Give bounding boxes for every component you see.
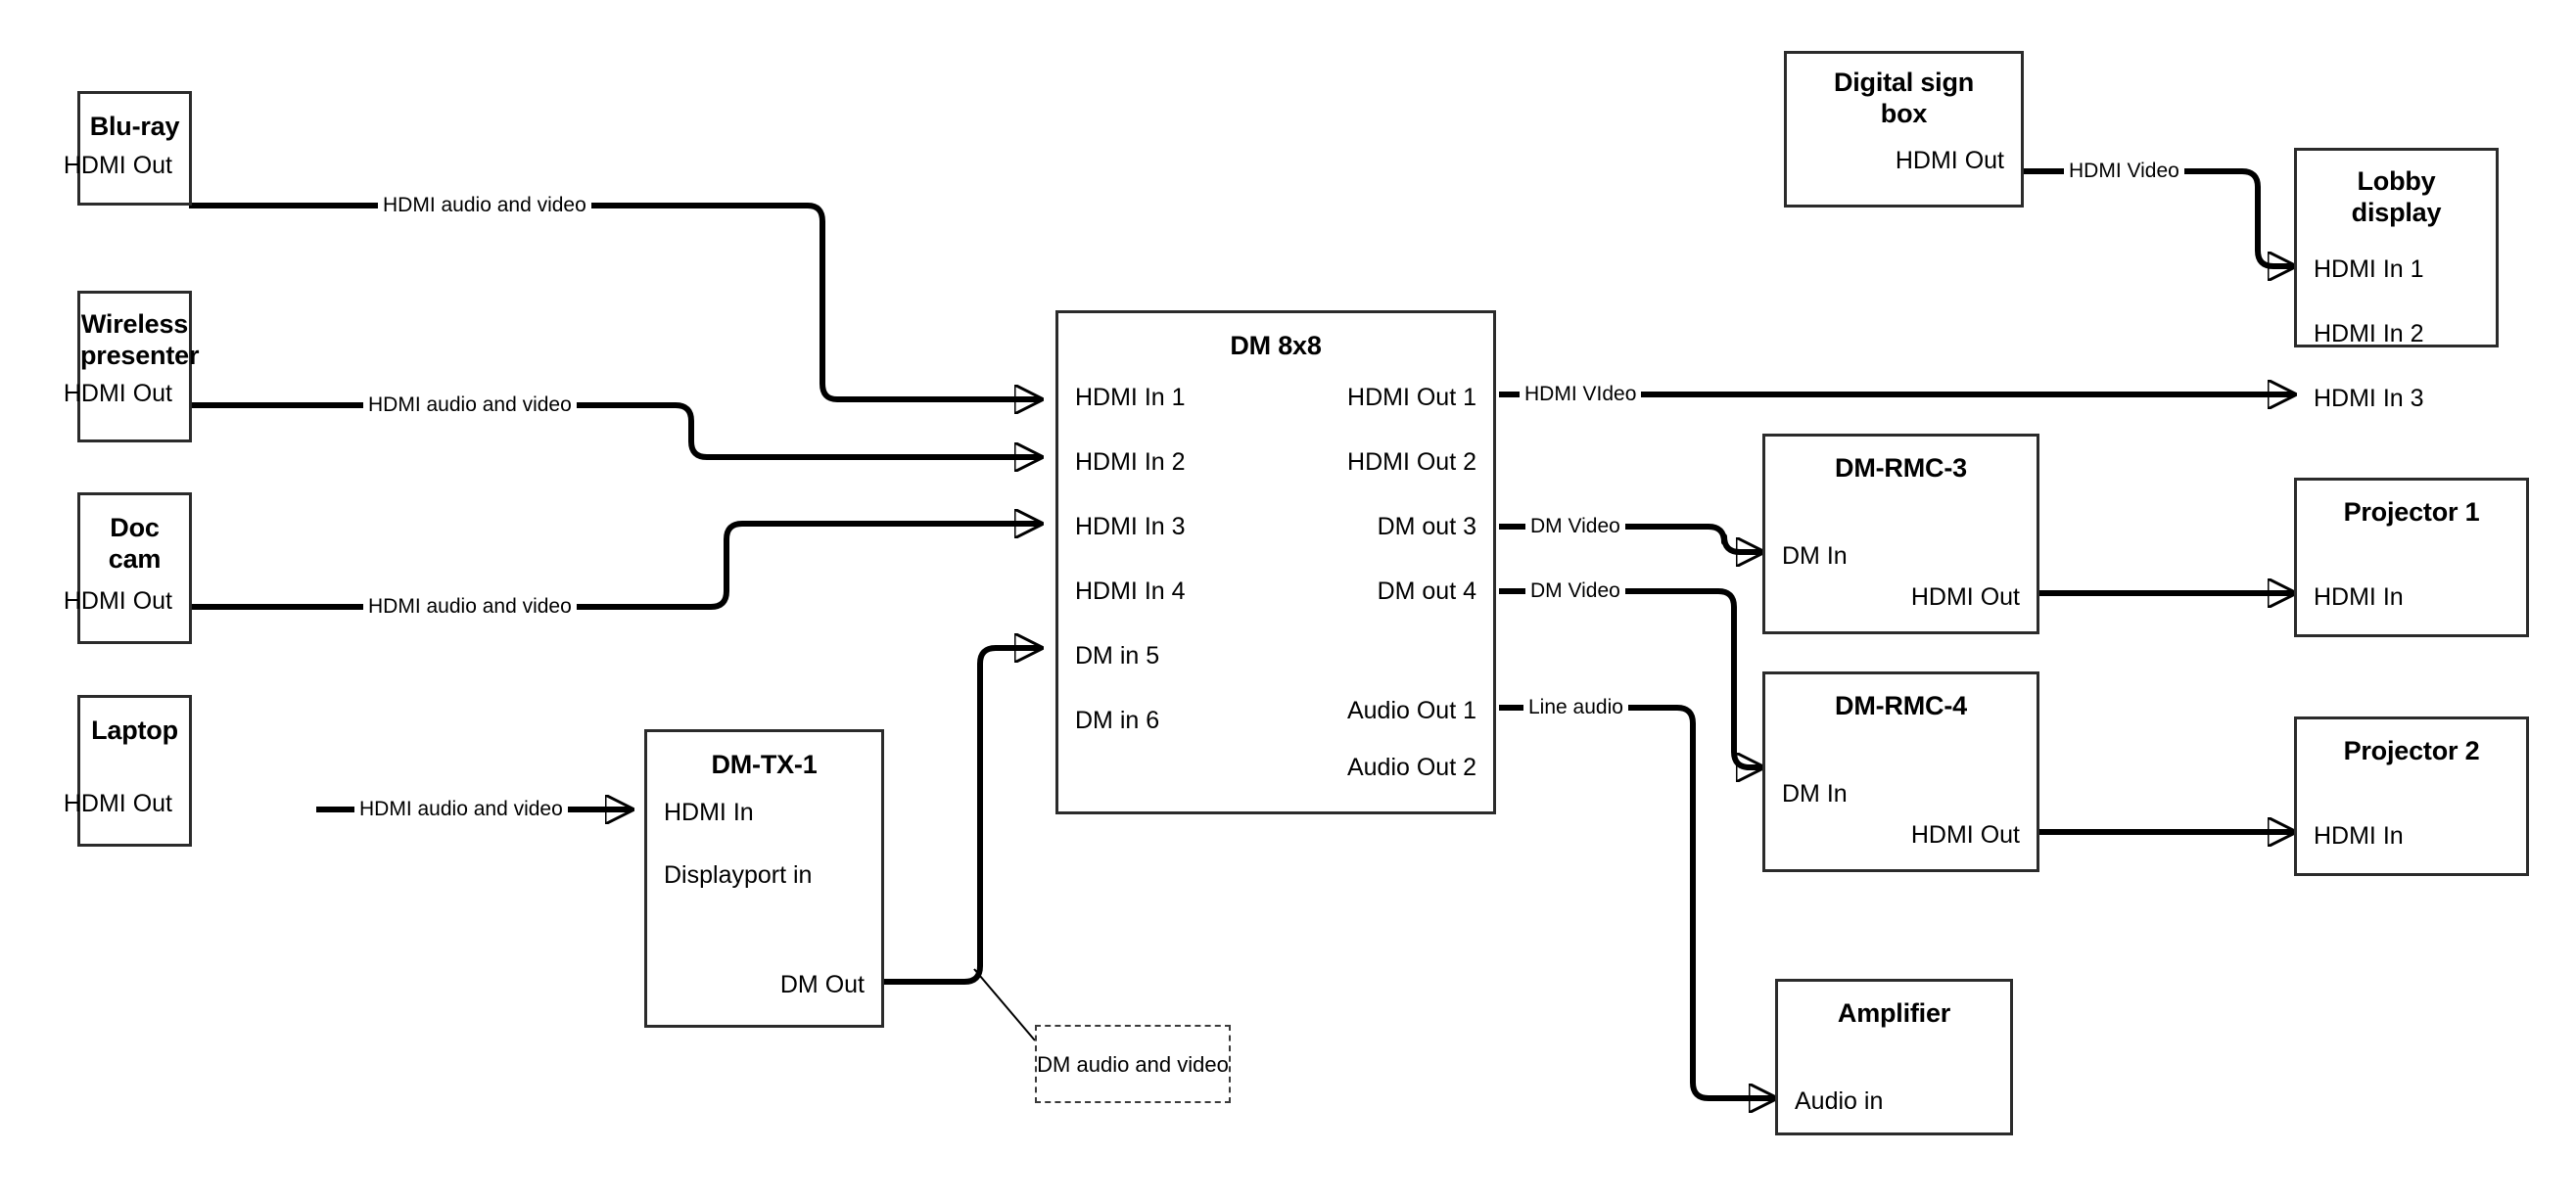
node-dm-rmc-3[interactable]: DM-RMC-3 DM In HDMI Out — [1762, 434, 2039, 634]
link-label-hdmi-out-1-to-lobby: HDMI VIdeo — [1520, 383, 1642, 406]
node-lobby-display-title-line1: Lobby — [2357, 166, 2436, 196]
port-dm-8x8-audio-out-1[interactable]: Audio Out 1 — [1346, 697, 1476, 724]
node-projector-1[interactable]: Projector 1 HDMI In — [2294, 478, 2529, 637]
link-label-laptop-to-dmtx1: HDMI audio and video — [354, 798, 568, 821]
node-dm-tx-1[interactable]: DM-TX-1 HDMI In Displayport in DM Out — [644, 729, 884, 1028]
wire-audio-out-1-to-amplifier — [1499, 705, 1775, 1098]
port-projector-1-hdmi-in[interactable]: HDMI In — [2314, 583, 2404, 611]
port-dm-8x8-hdmi-in-2[interactable]: HDMI In 2 — [1075, 448, 1186, 476]
node-bluray-title: Blu-ray — [89, 112, 180, 141]
node-wireless-presenter-title-line2: presenter — [80, 341, 200, 370]
port-wireless-presenter-hdmi-out[interactable]: HDMI Out — [63, 380, 172, 407]
port-dm-8x8-hdmi-out-2[interactable]: HDMI Out 2 — [1347, 448, 1476, 476]
link-label-doccam-to-in3: HDMI audio and video — [363, 595, 577, 619]
port-lobby-display-hdmi-in-1[interactable]: HDMI In 1 — [2314, 255, 2424, 283]
port-dm-8x8-dm-in-6[interactable]: DM in 6 — [1075, 707, 1160, 734]
node-projector-1-title: Projector 1 — [2343, 497, 2480, 527]
port-dm-8x8-hdmi-out-1[interactable]: HDMI Out 1 — [1347, 384, 1476, 411]
node-digital-sign-box-title-line1: Digital sign — [1833, 68, 1975, 97]
port-dm-8x8-audio-out-2[interactable]: Audio Out 2 — [1346, 754, 1476, 781]
port-projector-2-hdmi-in[interactable]: HDMI In — [2314, 822, 2404, 850]
node-doc-cam-title: Doc cam — [108, 513, 162, 574]
node-wireless-presenter[interactable]: Wireless presenter HDMI Out — [64, 291, 200, 442]
port-laptop-hdmi-out[interactable]: HDMI Out — [63, 790, 172, 817]
node-projector-2[interactable]: Projector 2 HDMI In — [2294, 716, 2529, 876]
node-dm-8x8[interactable]: DM 8x8 HDMI In 1 HDMI In 2 HDMI In 3 HDM… — [1055, 310, 1496, 814]
callout-leader-line — [973, 968, 1036, 1041]
port-dm-8x8-hdmi-in-3[interactable]: HDMI In 3 — [1075, 513, 1186, 540]
port-lobby-display-hdmi-in-2[interactable]: HDMI In 2 — [2314, 320, 2424, 347]
link-label-dm-out-3: DM Video — [1525, 515, 1625, 538]
node-lobby-display-title-line2: display — [2351, 198, 2442, 227]
wire-sign-to-lobby-hdmi-in-1 — [2017, 168, 2294, 266]
node-dm-rmc-4[interactable]: DM-RMC-4 DM In HDMI Out — [1762, 671, 2039, 872]
port-dm-rmc-3-hdmi-out[interactable]: HDMI Out — [1910, 583, 2020, 611]
wire-dm-out-3-to-rmc3 — [1499, 524, 1762, 552]
node-bluray[interactable]: Blu-ray HDMI Out — [64, 91, 192, 206]
node-lobby-display[interactable]: Lobby display HDMI In 1 HDMI In 2 HDMI I… — [2294, 148, 2499, 412]
wire-dm-out-4-to-rmc4 — [1499, 588, 1762, 767]
port-dm-rmc-3-dm-in[interactable]: DM In — [1782, 542, 1848, 570]
port-dm-tx-1-dm-out[interactable]: DM Out — [779, 971, 865, 998]
port-dm-8x8-dm-out-4[interactable]: DM out 4 — [1377, 577, 1476, 605]
node-projector-2-title: Projector 2 — [2343, 736, 2480, 765]
port-dm-8x8-dm-out-3[interactable]: DM out 3 — [1377, 513, 1476, 540]
wire-doccam-to-hdmi-in-3 — [189, 524, 1041, 610]
node-amplifier-title: Amplifier — [1837, 998, 1951, 1028]
node-laptop[interactable]: Laptop HDMI Out — [64, 695, 192, 847]
node-dm-rmc-3-title: DM-RMC-3 — [1835, 453, 1967, 483]
node-amplifier[interactable]: Amplifier Audio in — [1775, 979, 2013, 1135]
node-dm-rmc-4-title: DM-RMC-4 — [1835, 691, 1967, 720]
link-label-dm-out-4: DM Video — [1525, 579, 1625, 603]
callout-dm-audio-and-video: DM audio and video — [1035, 1025, 1231, 1103]
link-label-audio-out-1: Line audio — [1523, 696, 1628, 719]
node-dm-8x8-title: DM 8x8 — [1230, 331, 1322, 360]
port-dm-tx-1-hdmi-in[interactable]: HDMI In — [664, 799, 754, 826]
node-digital-sign-box-title-line2: box — [1880, 99, 1928, 128]
wire-wireless-to-hdmi-in-2 — [189, 402, 1041, 457]
port-amplifier-audio-in[interactable]: Audio in — [1795, 1087, 1884, 1115]
port-lobby-display-hdmi-in-3[interactable]: HDMI In 3 — [2314, 385, 2424, 412]
port-dm-rmc-4-hdmi-out[interactable]: HDMI Out — [1910, 821, 2020, 849]
wire-dmtx1-to-dm-in-5 — [884, 648, 1041, 985]
port-dm-rmc-4-dm-in[interactable]: DM In — [1782, 780, 1848, 808]
link-label-sign-to-lobby: HDMI Video — [2064, 160, 2184, 183]
node-dm-tx-1-title: DM-TX-1 — [711, 750, 818, 779]
node-wireless-presenter-title-line1: Wireless — [80, 309, 189, 339]
port-doc-cam-hdmi-out[interactable]: HDMI Out — [63, 587, 172, 615]
port-dm-tx-1-displayport-in[interactable]: Displayport in — [664, 861, 813, 889]
port-dm-8x8-dm-in-5[interactable]: DM in 5 — [1075, 642, 1160, 670]
port-dm-8x8-hdmi-in-1[interactable]: HDMI In 1 — [1075, 384, 1186, 411]
link-label-bluray-to-in1: HDMI audio and video — [378, 194, 591, 217]
port-dm-8x8-hdmi-in-4[interactable]: HDMI In 4 — [1075, 577, 1186, 605]
wire-bluray-to-hdmi-in-1 — [189, 203, 1041, 399]
node-digital-sign-box[interactable]: Digital sign box HDMI Out — [1784, 51, 2024, 208]
node-doc-cam[interactable]: Doc cam HDMI Out — [64, 492, 192, 644]
link-label-wireless-to-in2: HDMI audio and video — [363, 393, 577, 417]
port-bluray-hdmi-out[interactable]: HDMI Out — [63, 152, 172, 179]
port-digital-sign-box-hdmi-out[interactable]: HDMI Out — [1895, 147, 2004, 174]
node-laptop-title: Laptop — [91, 716, 178, 745]
